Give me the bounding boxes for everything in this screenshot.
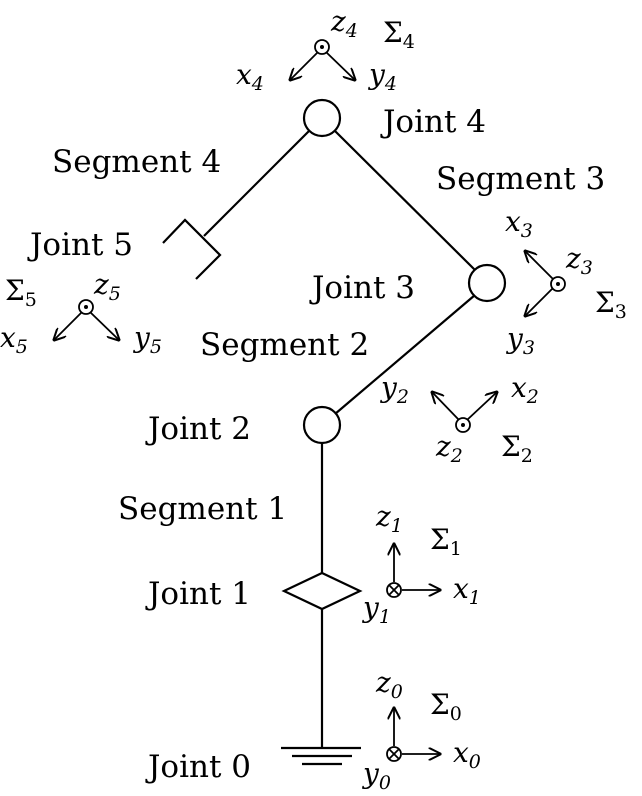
frame-4-y-axis-label: y: [367, 58, 386, 91]
frame-4-x-sub: 4: [251, 73, 264, 95]
joint-5-label: Joint 5: [27, 227, 133, 263]
joint-3-label: Joint 3: [309, 270, 415, 306]
joint-5-gripper-symbol: [162, 218, 222, 280]
frame-3: x3 z3 y3 Σ3: [505, 205, 627, 359]
frame-3-y-axis-label: y: [505, 322, 524, 355]
svg-text:Σ5: Σ5: [5, 274, 37, 311]
frame-5: z5 x5 y5 Σ5: [0, 268, 162, 358]
joint-0-label: Joint 0: [145, 749, 251, 785]
frame-1-y-sub: 1: [379, 606, 391, 628]
frame-5-y-axis-label: y: [132, 321, 151, 354]
segment-4-label: Segment 4: [52, 144, 221, 180]
joint-1-symbol: [281, 571, 363, 611]
frame-3-sigma-sub: 3: [615, 301, 627, 323]
frame-4-sigma-sub: 4: [403, 31, 415, 53]
segment-1-label: Segment 1: [118, 491, 287, 527]
frame-1-x-axis-label: x: [453, 572, 469, 605]
segment-3-label: Segment 3: [436, 161, 605, 197]
svg-text:x1: x1: [453, 572, 481, 609]
frame-5-y-sub: 5: [150, 336, 162, 358]
frame-3-z-axis-label: z: [565, 242, 581, 275]
svg-text:x5: x5: [0, 321, 28, 358]
frame-3-z-sub: 3: [581, 257, 593, 279]
frame-4-sigma-label: Σ: [383, 16, 403, 49]
frame-3-sigma-label: Σ: [595, 286, 615, 319]
frame-1-x-sub: 1: [469, 587, 481, 609]
svg-text:Σ0: Σ0: [430, 688, 462, 725]
svg-text:y5: y5: [132, 321, 162, 358]
ground-symbol: [281, 746, 361, 766]
joint-1-label: Joint 1: [145, 576, 251, 612]
segment-2-label: Segment 2: [200, 327, 369, 363]
frame-2-y-axis-label: y: [379, 371, 398, 404]
frame-0-x-axis-label: x: [453, 736, 469, 769]
segment-4-line: [203, 130, 310, 237]
frame-1-z-axis-label: z: [375, 500, 391, 533]
svg-text:x3: x3: [505, 205, 533, 242]
svg-text:Σ4: Σ4: [383, 16, 415, 53]
frame-3-y-sub: 3: [523, 337, 535, 359]
frame-5-z-sub: 5: [109, 283, 121, 305]
frame-1: z1 x1 y1 Σ1: [361, 500, 481, 628]
frame-0-y-axis-label: y: [361, 757, 380, 790]
frame-2-y-sub: 2: [396, 386, 409, 408]
svg-text:x0: x0: [453, 736, 481, 773]
frame-5-x-sub: 5: [16, 336, 28, 358]
frame-2-sigma-label: Σ: [501, 430, 521, 463]
frame-3-x-sub: 3: [521, 220, 533, 242]
svg-text:z4: z4: [330, 5, 358, 42]
frame-2-x-axis-label: x: [511, 371, 527, 404]
svg-text:y4: y4: [367, 58, 397, 95]
frame-2: y2 x2 z2 Σ2: [379, 371, 539, 467]
frame-4-z-sub: 4: [345, 20, 358, 42]
frame-5-sigma-label: Σ: [5, 274, 25, 307]
frame-2-z-axis-label: z: [435, 430, 451, 463]
frame-0-sigma-label: Σ: [430, 688, 450, 721]
frame-0-x-sub: 0: [469, 751, 481, 773]
svg-text:x2: x2: [511, 371, 539, 408]
segment-3-line: [334, 130, 476, 271]
frame-0-sigma-sub: 0: [450, 703, 462, 725]
frame-4-z-axis-label: z: [330, 5, 346, 38]
svg-text:Σ2: Σ2: [501, 430, 533, 467]
frame-5-sigma-sub: 5: [25, 289, 37, 311]
svg-text:z1: z1: [375, 500, 403, 537]
frame-1-sigma-sub: 1: [450, 538, 462, 560]
svg-text:Σ3: Σ3: [595, 286, 627, 323]
frame-3-x-axis-label: x: [505, 205, 521, 238]
frame-2-sigma-sub: 2: [521, 445, 533, 467]
svg-text:y1: y1: [361, 591, 391, 628]
frame-0: z0 x0 y0 Σ0: [361, 666, 481, 794]
frame-0-z-axis-label: z: [375, 666, 391, 699]
frame-5-z-axis-label: z: [93, 268, 109, 301]
frame-0-y-sub: 0: [379, 772, 391, 794]
joint-4-label: Joint 4: [380, 104, 486, 140]
joint-2-label: Joint 2: [145, 411, 251, 447]
frame-4-x-axis-label: x: [236, 58, 252, 91]
svg-text:y2: y2: [379, 371, 409, 408]
joint-4-symbol: [302, 98, 342, 138]
svg-text:Σ1: Σ1: [430, 523, 462, 560]
frame-1-z-sub: 1: [391, 515, 403, 537]
svg-text:z3: z3: [565, 242, 593, 279]
frame-5-x-axis-label: x: [0, 321, 16, 354]
svg-text:z5: z5: [93, 268, 121, 305]
svg-text:y3: y3: [505, 322, 535, 359]
frame-2-z-sub: 2: [450, 445, 463, 467]
frame-4-y-sub: 4: [384, 73, 397, 95]
frame-2-x-sub: 2: [526, 386, 539, 408]
frame-1-sigma-label: Σ: [430, 523, 450, 556]
frame-4: z4 x4 y4 Σ4: [236, 5, 415, 95]
joint-3-symbol: [467, 263, 507, 303]
svg-text:z2: z2: [435, 430, 463, 467]
frame-0-z-sub: 0: [391, 681, 403, 703]
frame-1-y-axis-label: y: [361, 591, 380, 624]
joint-2-symbol: [302, 405, 342, 445]
segment-2-line: [334, 294, 476, 415]
svg-text:y0: y0: [361, 757, 391, 794]
svg-text:x4: x4: [236, 58, 264, 95]
svg-text:z0: z0: [375, 666, 403, 703]
